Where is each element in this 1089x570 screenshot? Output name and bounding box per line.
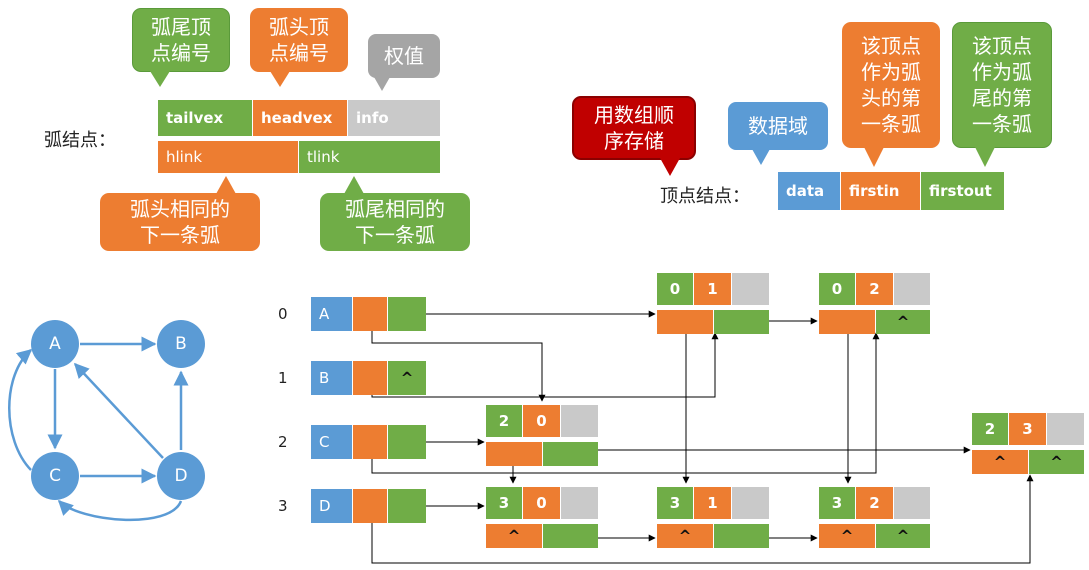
field-firstin: firstin	[841, 172, 920, 210]
arc-hlink: ^	[972, 450, 1028, 474]
arc-headvex: 2	[856, 487, 893, 519]
graph-node-b: B	[157, 320, 205, 368]
arc-tlink: ^	[1029, 450, 1084, 474]
graph-node-a: A	[31, 320, 79, 368]
arc-hlink	[657, 310, 713, 334]
field-tailvex: tailvex	[158, 100, 252, 136]
arc-headvex: 0	[523, 405, 560, 437]
arc-hlink: ^	[819, 524, 875, 548]
callout-tail	[374, 77, 390, 91]
arc-info	[1047, 413, 1084, 445]
arc-tlink	[543, 442, 598, 466]
vertex-data: A	[311, 297, 352, 331]
arc-tlink: ^	[876, 524, 930, 548]
vertex-index: 3	[278, 497, 288, 515]
callout-tail	[216, 176, 236, 194]
field-firstout: firstout	[921, 172, 1004, 210]
vertex-firstout	[388, 489, 426, 523]
arc-node-label: 弧结点：	[44, 130, 116, 151]
vertex-firstin	[353, 489, 387, 523]
arc-tailvex: 3	[819, 487, 855, 519]
arc-tailvex: 3	[486, 487, 522, 519]
arc-tlink	[543, 524, 598, 548]
vertex-node-label: 顶点结点：	[660, 186, 750, 207]
vertex-index: 1	[278, 369, 288, 387]
arc-tailvex: 0	[657, 273, 693, 305]
callout-tail-vertex: 弧尾顶点编号	[132, 8, 230, 72]
vertex-data: B	[311, 361, 352, 395]
field-data: data	[778, 172, 840, 210]
vertex-firstout	[388, 297, 426, 331]
callout-same-tail: 弧尾相同的下一条弧	[320, 193, 470, 251]
arc-info	[732, 273, 769, 305]
callout-tail	[864, 147, 884, 167]
arc-hlink	[486, 442, 542, 466]
arc-hlink: ^	[657, 524, 713, 548]
callout-first-in: 该顶点作为弧头的第一条弧	[842, 22, 940, 148]
arc-headvex: 0	[523, 487, 560, 519]
arc-info	[894, 273, 930, 305]
callout-array-storage: 用数组顺序存储	[572, 96, 696, 160]
edge-d-a	[73, 362, 164, 459]
callout-tail	[660, 158, 680, 176]
field-headvex: headvex	[253, 100, 347, 136]
callout-tail	[150, 71, 170, 87]
callout-weight: 权值	[368, 34, 440, 78]
arc-tailvex: 2	[972, 413, 1008, 445]
arc-tailvex: 2	[486, 405, 522, 437]
arc-info	[732, 487, 769, 519]
callout-tail	[270, 71, 290, 87]
arc-headvex: 3	[1009, 413, 1046, 445]
callout-first-out: 该顶点作为弧尾的第一条弧	[952, 22, 1052, 148]
arc-info	[561, 405, 598, 437]
callout-tail	[975, 147, 995, 167]
field-hlink: hlink	[158, 141, 298, 173]
arc-tlink	[714, 310, 769, 334]
vertex-firstin	[353, 297, 387, 331]
callout-head-vertex: 弧头顶点编号	[250, 8, 348, 72]
vertex-firstin	[353, 361, 387, 395]
arc-hlink	[819, 310, 875, 334]
arc-headvex: 1	[694, 273, 731, 305]
vertex-index: 2	[278, 433, 288, 451]
arc-info	[894, 487, 930, 519]
edge-d-c	[57, 499, 183, 522]
vertex-data: D	[311, 489, 352, 523]
arc-tlink: ^	[876, 310, 930, 334]
vertex-firstout	[388, 425, 426, 459]
vertex-data: C	[311, 425, 352, 459]
edge-c-a	[8, 349, 33, 471]
arc-headvex: 1	[694, 487, 731, 519]
field-info: info	[348, 100, 440, 136]
arc-tlink	[714, 524, 769, 548]
graph-node-d: D	[157, 452, 205, 500]
vertex-firstout: ^	[388, 361, 426, 395]
vertex-firstin	[353, 425, 387, 459]
arc-tailvex: 3	[657, 487, 693, 519]
callout-tail	[344, 176, 364, 194]
graph-node-c: C	[31, 452, 79, 500]
callout-tail	[752, 149, 770, 165]
arc-info	[561, 487, 598, 519]
field-tlink: tlink	[299, 141, 440, 173]
arc-headvex: 2	[856, 273, 893, 305]
arc-hlink: ^	[486, 524, 542, 548]
vertex-index: 0	[278, 305, 288, 323]
callout-data-field: 数据域	[728, 102, 828, 150]
callout-same-head: 弧头相同的下一条弧	[100, 193, 260, 251]
arc-tailvex: 0	[819, 273, 855, 305]
